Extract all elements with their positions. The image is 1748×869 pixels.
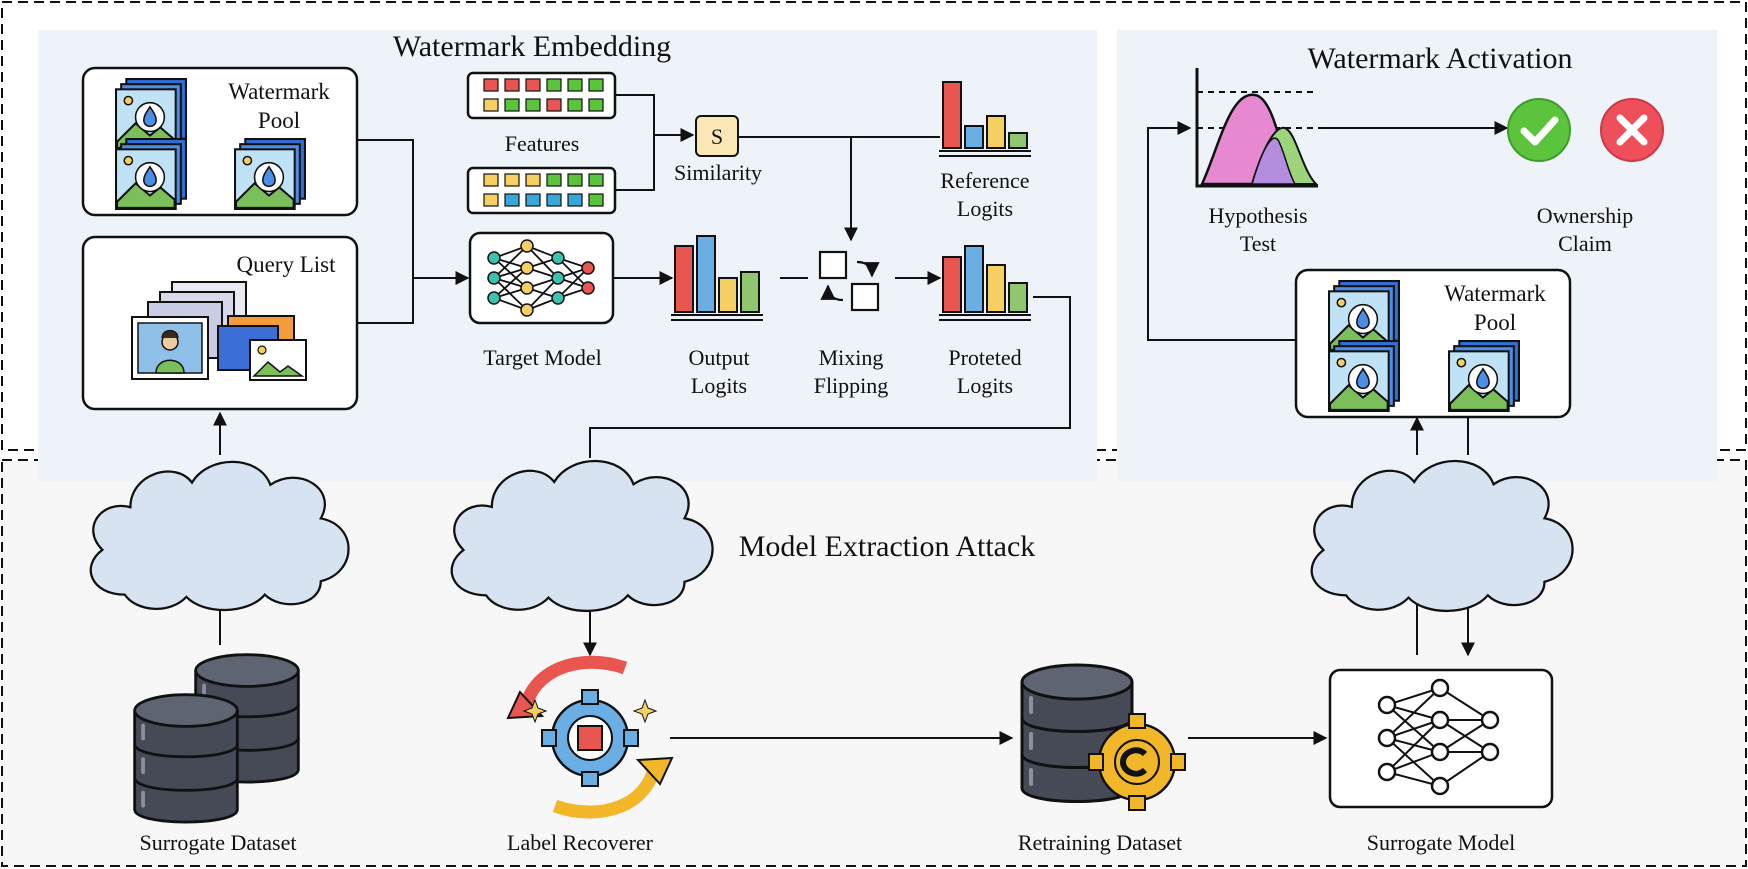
retraining-dataset-icon [1022,665,1186,811]
output-logits-icon [671,235,763,321]
watermark-pool-label: Watermark Pool [228,79,330,133]
output-logits-label: Output Logits [688,345,750,398]
surrogate-model-label: Surrogate Model [1366,830,1516,855]
query-list-label: Query List [236,252,336,277]
reference-logits-icon [939,81,1031,157]
watermark-image-icon [234,138,306,210]
similarity-label: Similarity [674,160,762,185]
protected-logits-label: Proteted Logits [948,345,1022,398]
attack-title: Model Extraction Attack [738,530,1036,563]
label-recoverer-label: Label Recoverer [507,830,653,855]
connectors [213,94,1509,745]
database-icon [132,692,240,824]
protected-logits-icon [939,245,1031,321]
hypothesis-test-label: Hypothesis Test [1208,203,1308,256]
watermark-image-icon [1448,340,1520,412]
ownership-claim-label: Ownership Claim [1536,203,1634,256]
watermark-image-icon [115,138,187,210]
label-recoverer-icon [506,655,674,819]
target-model-label: Target Model [483,345,602,370]
similarity-symbol: S [710,124,724,149]
mixing-flipping-label: Mixing Flipping [813,345,889,398]
mixing-flipping-icon [818,250,880,312]
surrogate-model-icon [1377,678,1500,796]
target-model-icon [487,239,595,317]
watermark-image-icon [1328,340,1400,412]
check-icon [1507,98,1571,162]
retraining-dataset-label: Retraining Dataset [1017,830,1183,855]
target-model-box [468,231,615,325]
activation-watermark-pool-label: Watermark Pool [1444,281,1546,335]
reference-logits-label: Reference Logits [940,168,1030,221]
cross-icon [1600,98,1664,162]
hypothesis-test-icon [1195,68,1319,188]
surrogate-dataset-label: Surrogate Dataset [139,830,297,855]
embedding-title: Watermark Embedding [392,30,672,63]
activation-title: Watermark Activation [1307,42,1573,75]
similarity-box [695,115,739,157]
features-icon [466,71,617,215]
query-images-icon [131,281,307,381]
features-label: Features [504,131,580,156]
